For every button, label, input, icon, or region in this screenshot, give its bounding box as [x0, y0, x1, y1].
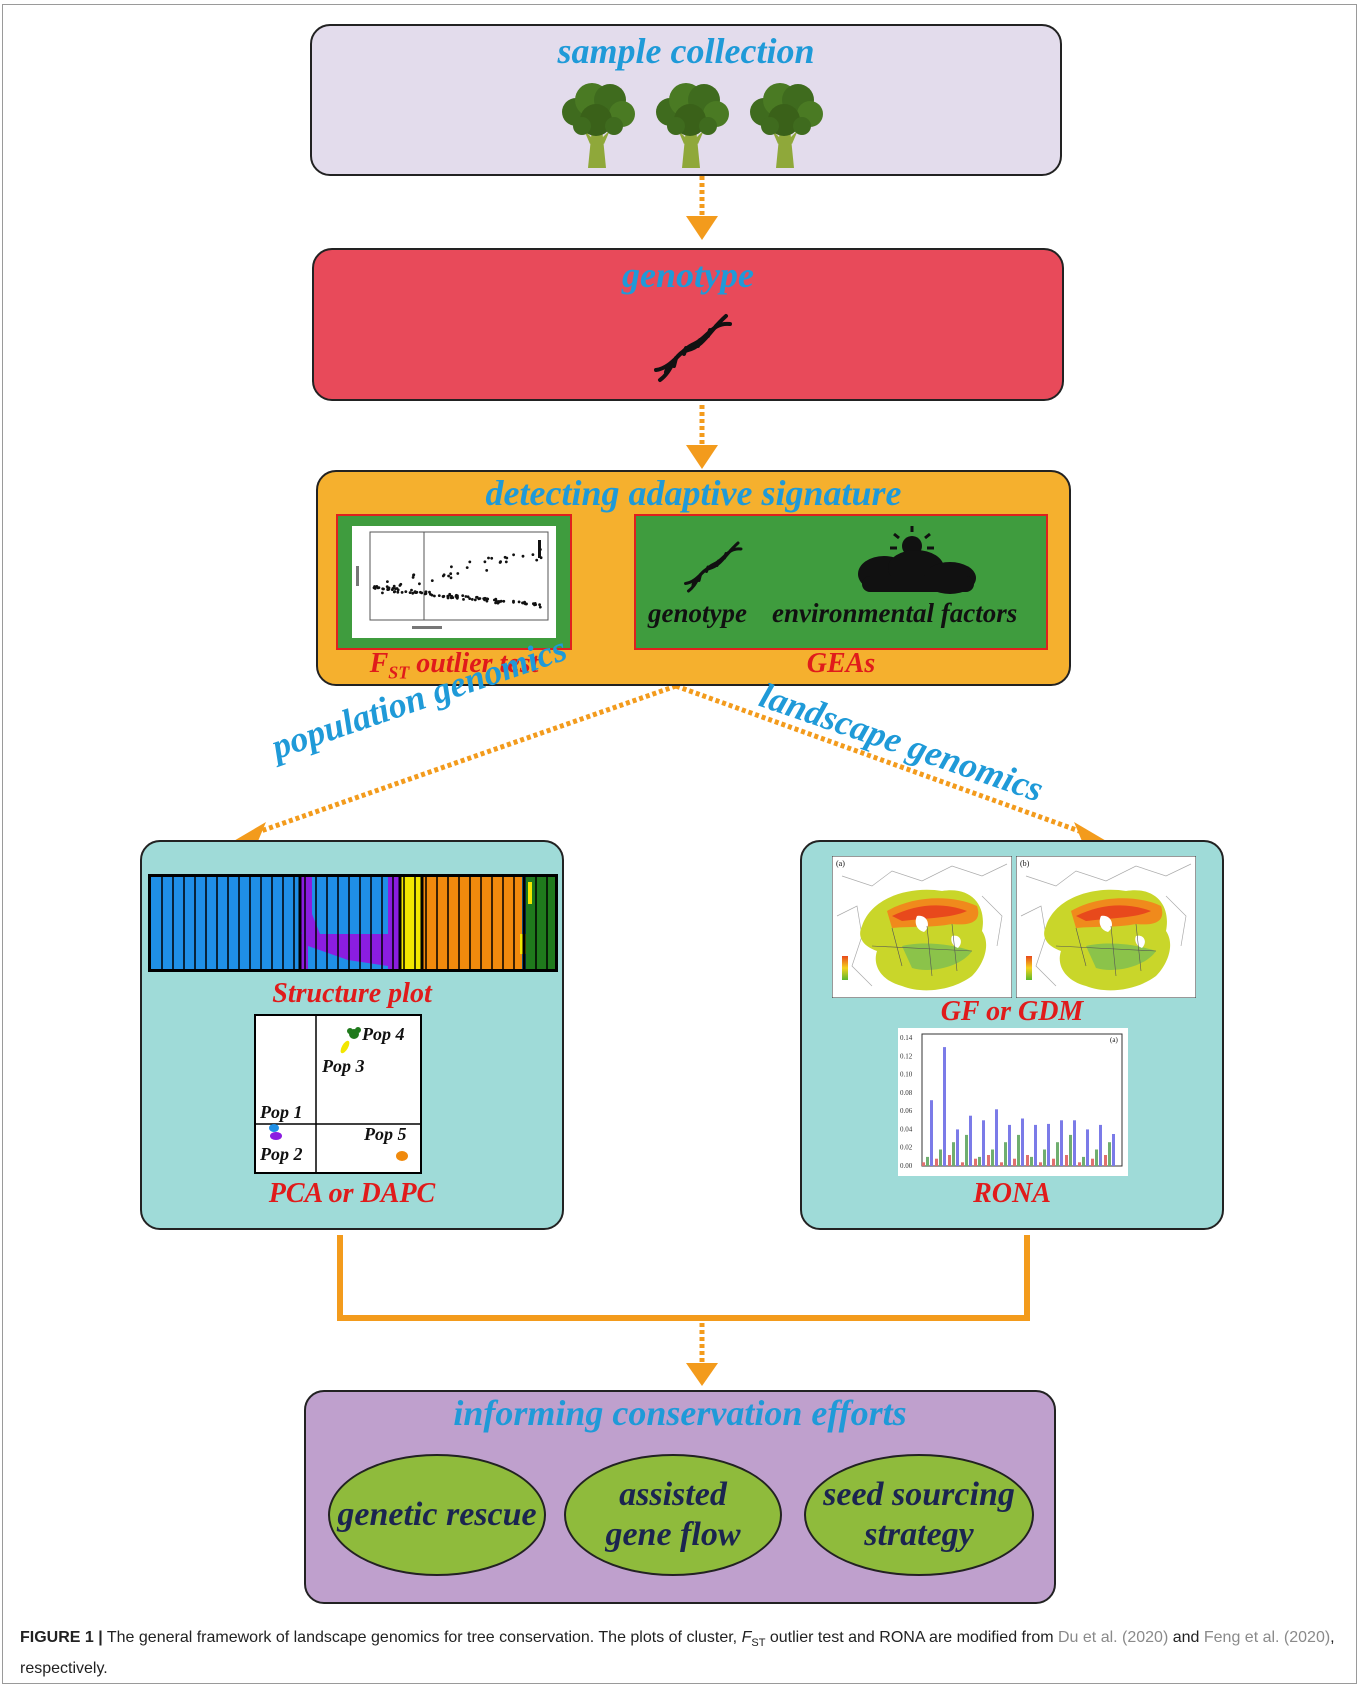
structure-plot — [148, 874, 558, 972]
gea-genotype-label: genotype — [648, 598, 747, 628]
fst-scatter-plot — [352, 526, 556, 638]
detecting-box: detecting adaptive signature FST outlier… — [316, 470, 1071, 686]
pop2-label: Pop 2 — [259, 1144, 303, 1164]
map-a-label: (a) — [836, 859, 845, 868]
figure-caption: FIGURE 1 | The general framework of land… — [20, 1629, 1335, 1678]
conservation-title: informing conservation efforts — [453, 1393, 907, 1433]
gea-label: GEAs — [806, 648, 876, 679]
rona-y-tick: 0.10 — [900, 1071, 913, 1079]
genetic-rescue-label: genetic rescue — [337, 1496, 537, 1533]
pop4-label: Pop 4 — [361, 1024, 405, 1044]
broccoli-icon — [562, 83, 823, 168]
pop2-cluster — [270, 1132, 282, 1140]
fst-outlier-label: FST outlier test — [369, 648, 539, 683]
rona-y-tick: 0.14 — [900, 1034, 913, 1042]
dna-icon — [684, 541, 743, 593]
pca-plot: Pop 4 Pop 3 Pop 1 Pop 2 Pop 5 — [254, 1014, 422, 1174]
gf-gdm-label: GF or GDM — [940, 996, 1084, 1027]
genotype-title: genotype — [622, 255, 754, 295]
weather-icon — [858, 526, 976, 594]
seed-sourcing-ellipse: seed sourcing strategy — [804, 1454, 1034, 1576]
pop3-label: Pop 3 — [321, 1056, 365, 1076]
rona-chart: 0.14 0.12 0.10 0.08 0.06 0.04 0.02 0.00 (a) — [898, 1028, 1128, 1176]
rona-y-tick: 0.08 — [900, 1089, 913, 1097]
gf-map-a: (a) — [832, 856, 1012, 998]
rona-y-tick: 0.00 — [900, 1162, 913, 1170]
gf-map-b: (b) — [1016, 856, 1196, 998]
pop1-cluster — [269, 1124, 279, 1132]
genetic-rescue-ellipse: genetic rescue — [328, 1454, 546, 1576]
rona-panel-label: (a) — [1110, 1036, 1118, 1044]
pop4-cluster — [347, 1027, 361, 1039]
detecting-title: detecting adaptive signature — [485, 473, 902, 513]
assisted-gene-flow-ellipse: assisted gene flow — [564, 1454, 782, 1576]
sample-collection-title: sample collection — [557, 31, 815, 71]
pop5-label: Pop 5 — [363, 1124, 407, 1144]
structure-plot-label: Structure plot — [272, 978, 432, 1009]
ref-feng-2020[interactable]: Feng et al. (2020) — [1203, 1629, 1331, 1646]
figure-frame — [2, 4, 1357, 1684]
rona-label: RONA — [973, 1178, 1051, 1209]
pop3-cluster — [340, 1040, 350, 1054]
conservation-box: informing conservation efforts genetic r… — [304, 1390, 1056, 1604]
sample-collection-box: sample collection — [310, 24, 1062, 176]
ref-du-2020[interactable]: Du et al. (2020) — [1058, 1629, 1169, 1646]
pop5-cluster — [396, 1151, 408, 1161]
gea-environment-label: environmental factors — [772, 598, 1018, 628]
dna-icon — [654, 314, 732, 382]
rona-y-tick: 0.04 — [900, 1125, 913, 1133]
rona-y-tick: 0.12 — [900, 1052, 913, 1060]
rona-y-tick: 0.02 — [900, 1144, 913, 1152]
gea-panel: genotype environmental factors — [634, 514, 1048, 650]
genotype-box: genotype — [312, 248, 1064, 401]
pca-label: PCA or DAPC — [268, 1178, 436, 1209]
assisted-gene-flow-label: assisted gene flow — [605, 1476, 741, 1553]
rona-y-tick: 0.06 — [900, 1107, 913, 1115]
pop1-label: Pop 1 — [259, 1102, 303, 1122]
seed-sourcing-label: seed sourcing strategy — [823, 1476, 1015, 1553]
population-box: Structure plot Pop 4 Pop 3 Pop 1 Pop 2 P… — [140, 840, 564, 1230]
fst-panel — [336, 514, 572, 650]
map-b-label: (b) — [1020, 859, 1030, 868]
